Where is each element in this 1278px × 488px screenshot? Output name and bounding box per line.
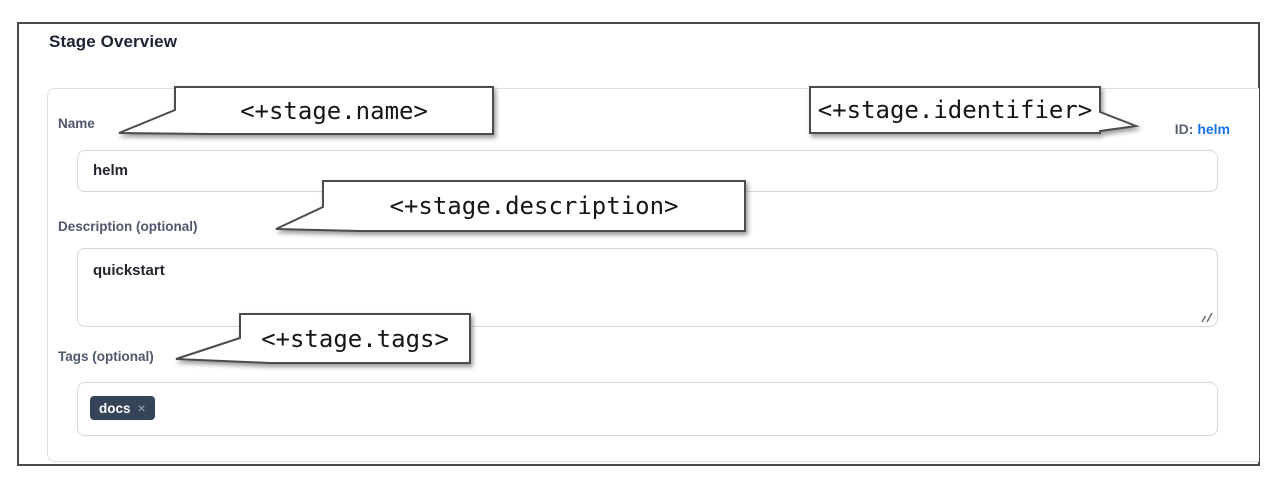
tag-chip-label: docs <box>99 400 131 416</box>
tag-remove-icon[interactable]: × <box>137 400 146 416</box>
page-title: Stage Overview <box>49 32 178 51</box>
name-label: Name <box>58 116 95 131</box>
identifier-callout-text: <+stage.identifier> <box>817 96 1093 124</box>
description-callout-text: <+stage.description> <box>389 192 679 220</box>
tags-label: Tags (optional) <box>58 349 154 364</box>
tags-callout-text: <+stage.tags> <box>261 324 449 353</box>
description-textarea[interactable]: quickstart <box>77 248 1218 327</box>
stage-id-value[interactable]: helm <box>1197 121 1230 137</box>
textarea-resize-handle-icon[interactable] <box>1199 309 1213 323</box>
tag-chip[interactable]: docs × <box>90 396 155 420</box>
name-callout-text: <+stage.name> <box>240 96 428 125</box>
tags-input[interactable]: docs × <box>77 382 1218 436</box>
stage-id-label: ID: <box>1174 121 1194 137</box>
stage-id: ID: helm <box>1175 121 1230 137</box>
description-label: Description (optional) <box>58 219 198 234</box>
